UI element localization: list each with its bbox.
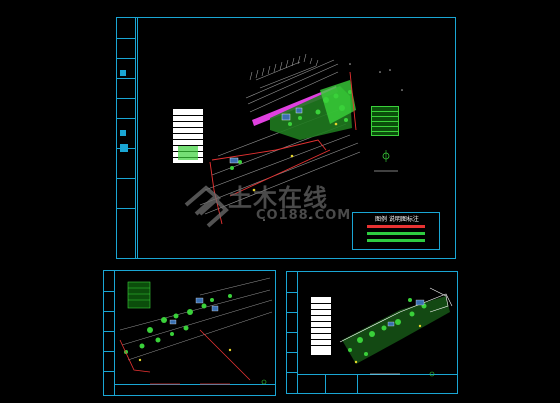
plant-schedule-green-marks: [178, 146, 198, 160]
title-block-strip: [117, 18, 136, 258]
bottom-title-bar-bl: [114, 384, 275, 395]
main-drawing-sheet[interactable]: [116, 17, 456, 259]
legend-title: 图例 说明图标注: [375, 216, 419, 223]
plant-schedule-table-br: [311, 297, 331, 355]
legend-table-green: [371, 106, 399, 136]
title-block-strip-br: [287, 272, 298, 393]
sheet-bottom-right[interactable]: [286, 271, 458, 394]
legend-bar-red: [367, 225, 425, 228]
title-block-strip-2: [135, 18, 138, 258]
legend-bar-green-1: [367, 232, 425, 235]
watermark-domain-text: CO188.COM: [256, 208, 352, 223]
sheet-bottom-left[interactable]: [103, 270, 276, 396]
title-block-strip-bl: [104, 271, 115, 395]
watermark-brand-text: 土木在线: [228, 184, 328, 212]
legend-box: 图例 说明图标注: [352, 212, 440, 250]
legend-bar-green-2: [367, 239, 425, 242]
bottom-title-bar-br: [297, 374, 457, 393]
